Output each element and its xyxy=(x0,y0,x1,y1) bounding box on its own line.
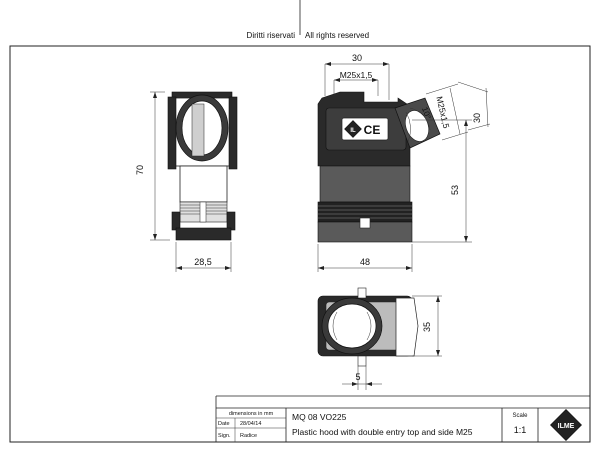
dim-bottom-offset: 5 xyxy=(355,372,360,382)
date-label: Date xyxy=(218,421,230,427)
dim-left-width: 28,5 xyxy=(194,257,212,267)
top-view xyxy=(317,287,419,367)
dim-bottom-depth: 35 xyxy=(422,322,432,332)
front-view xyxy=(317,91,441,243)
ce-mark: CE xyxy=(364,123,381,137)
rights-it: Diritti riservati xyxy=(247,31,296,40)
front-logo-mark: IL xyxy=(344,120,362,138)
units-note: dimensions in mm xyxy=(229,411,274,417)
svg-text:IL: IL xyxy=(350,128,356,134)
rights-en: All rights reserved xyxy=(305,31,369,40)
part-code: MQ 08 VO225 xyxy=(292,412,347,422)
scale-label: Scale xyxy=(512,413,528,419)
company-logo: ILME xyxy=(550,409,582,441)
sign-label: Sign. xyxy=(218,433,231,439)
dim-side-thread: M25x1,5 xyxy=(434,95,451,129)
side-view xyxy=(167,91,238,241)
title-block xyxy=(215,395,590,442)
dim-side-angle: 10° xyxy=(420,106,433,120)
logo-text: ILME xyxy=(558,423,575,430)
dim-top-thread: M25x1,5 xyxy=(340,70,373,80)
part-description: Plastic hood with double entry top and s… xyxy=(292,427,473,437)
drawing-frame xyxy=(9,45,591,443)
scale-value: 1:1 xyxy=(514,425,527,435)
sign-value: Radice xyxy=(240,433,257,439)
date-value: 28/04/14 xyxy=(240,421,261,427)
dim-top-width: 30 xyxy=(352,53,362,63)
dim-height-total: 70 xyxy=(135,165,145,175)
dim-side-width: 30 xyxy=(472,113,482,123)
dim-side-height: 53 xyxy=(450,185,460,195)
dim-front-width: 48 xyxy=(360,257,370,267)
